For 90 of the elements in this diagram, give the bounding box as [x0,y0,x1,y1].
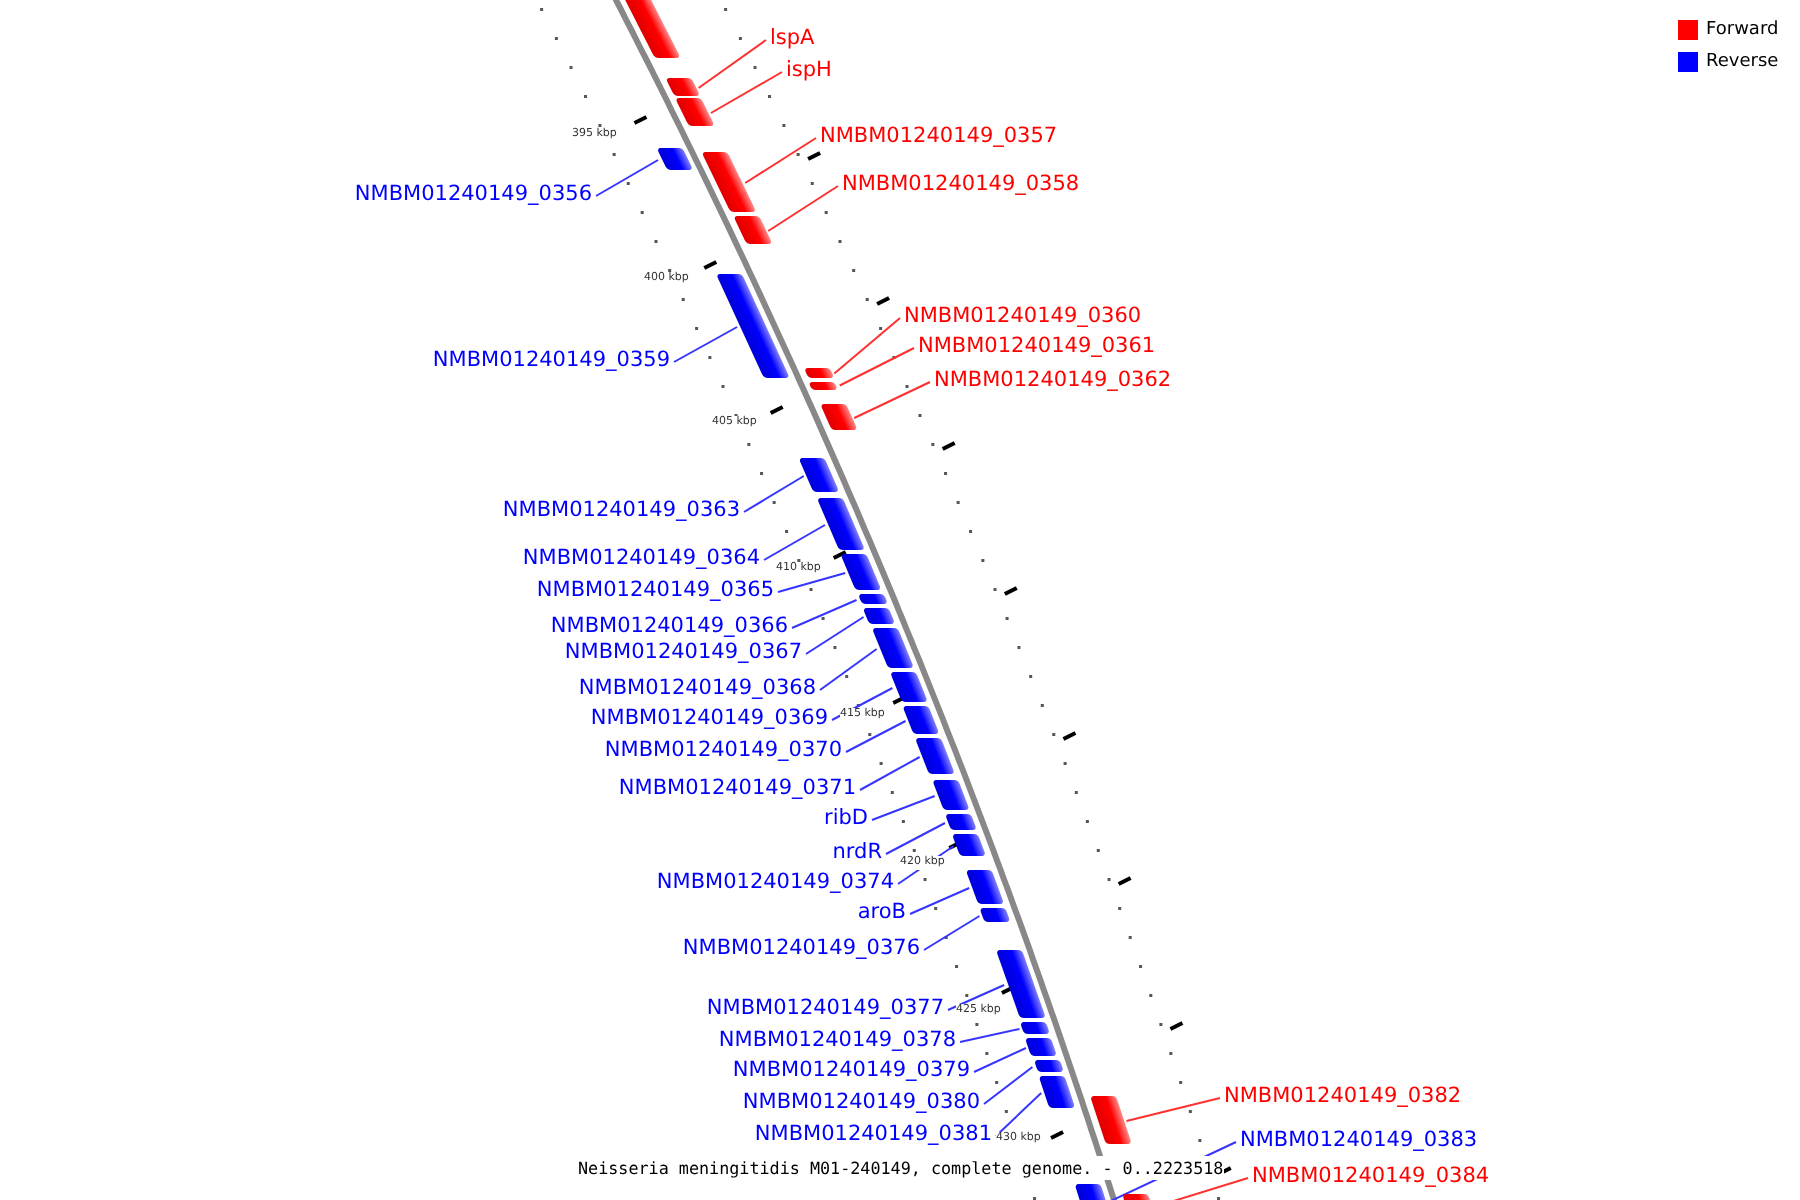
gene-label: NMBM01240149_0359 [432,348,670,374]
leader-line [995,1092,1043,1137]
leader-line [805,616,865,655]
gene-label: NMBM01240149_0377 [706,996,944,1022]
leader-line [897,845,955,885]
gene-box [655,148,693,172]
gene-box [902,706,941,736]
leader-line [673,326,739,363]
leader-line [833,317,901,375]
gene-box [816,498,866,552]
gene-box [674,98,715,128]
gene-label: NMBM01240149_0356 [354,182,592,208]
gene-box [803,368,834,379]
gene-box [1025,1038,1059,1058]
gene-box [732,216,772,246]
gene-label: NMBM01240149_0384 [1252,1164,1490,1190]
gene-label: nrdR [832,840,882,866]
leader-line [595,159,660,197]
leader-line [777,572,847,593]
gene-label: NMBM01240149_0366 [550,614,788,640]
gene-label: NMBM01240149_0383 [1240,1128,1478,1154]
leader-line [697,39,767,89]
gene-label: NMBM01240149_0362 [934,368,1172,394]
leader-line [959,1028,1021,1043]
gene-label: lspA [770,26,815,52]
leader-line [819,648,878,691]
gene-box [1038,1076,1076,1110]
gene-box [1033,1060,1064,1074]
leader-line [743,475,805,513]
caption: Neisseria meningitidis M01-240149, complete genome. - 0..2223518 [578,1156,1224,1180]
gene-box [799,458,841,494]
leader-line [767,185,839,232]
gene-box [1020,1022,1051,1036]
gene-box [819,404,858,432]
gene-box [871,628,914,670]
leader-line [973,1047,1027,1073]
gene-label: NMBM01240149_0365 [536,578,774,604]
leader-line [763,524,826,561]
gene-label: NMBM01240149_0371 [618,776,856,802]
gene-label: NMBM01240149_0379 [732,1058,970,1084]
gene-label: NMBM01240149_0358 [842,172,1080,198]
legend-label: Reverse [1706,52,1779,74]
gene-label: NMBM01240149_0363 [502,498,740,524]
gene-label: NMBM01240149_0360 [904,304,1142,330]
leader-line [709,71,783,114]
leader-line [744,137,817,184]
gene-label: NMBM01240149_0364 [522,546,760,572]
leader-line [853,381,931,419]
gene-label: NMBM01240149_0378 [718,1028,956,1054]
leader-line [791,599,858,629]
gene-box [915,738,956,776]
gene-label: ribD [824,806,868,832]
gene-box [965,870,1005,906]
leader-line [871,795,936,821]
leader-line [947,984,1006,1011]
gene-label: NMBM01240149_0370 [604,738,842,764]
gene-label: ispH [786,58,832,84]
gene-box [979,908,1012,924]
leader-line [983,1066,1034,1105]
gene-box [857,594,888,606]
leader-line [885,822,946,855]
gene-label: NMBM01240149_0367 [564,640,802,666]
gene-box [952,834,987,858]
gene-box [863,608,896,626]
gene-label: NMBM01240149_0376 [682,936,920,962]
leader-line [923,915,981,951]
leader-line [845,720,907,753]
gene-label: NMBM01240149_0361 [918,334,1156,360]
gene-label: NMBM01240149_0368 [578,676,816,702]
gene-label: NMBM01240149_0381 [754,1122,992,1148]
gene-label: NMBM01240149_0369 [590,706,828,732]
gene-label: NMBM01240149_0380 [742,1090,980,1116]
gene-box [1089,1096,1132,1146]
gene-box [931,780,970,812]
gene-label: NMBM01240149_0382 [1224,1084,1462,1110]
gene-box [889,672,928,704]
gene-label: aroB [857,900,906,926]
leader-line [859,756,921,791]
leader-line [1125,1097,1221,1122]
gene-box [944,814,978,832]
gene-box [664,78,701,98]
leader-line [831,687,894,721]
gene-label: NMBM01240149_0374 [656,870,894,896]
gene-box [809,381,839,390]
leader-line [838,347,915,387]
legend-label: Forward [1706,20,1779,42]
leader-line [909,887,971,915]
gene-label: NMBM01240149_0357 [820,124,1058,150]
gene-box [701,152,757,214]
gene-box [840,554,882,592]
